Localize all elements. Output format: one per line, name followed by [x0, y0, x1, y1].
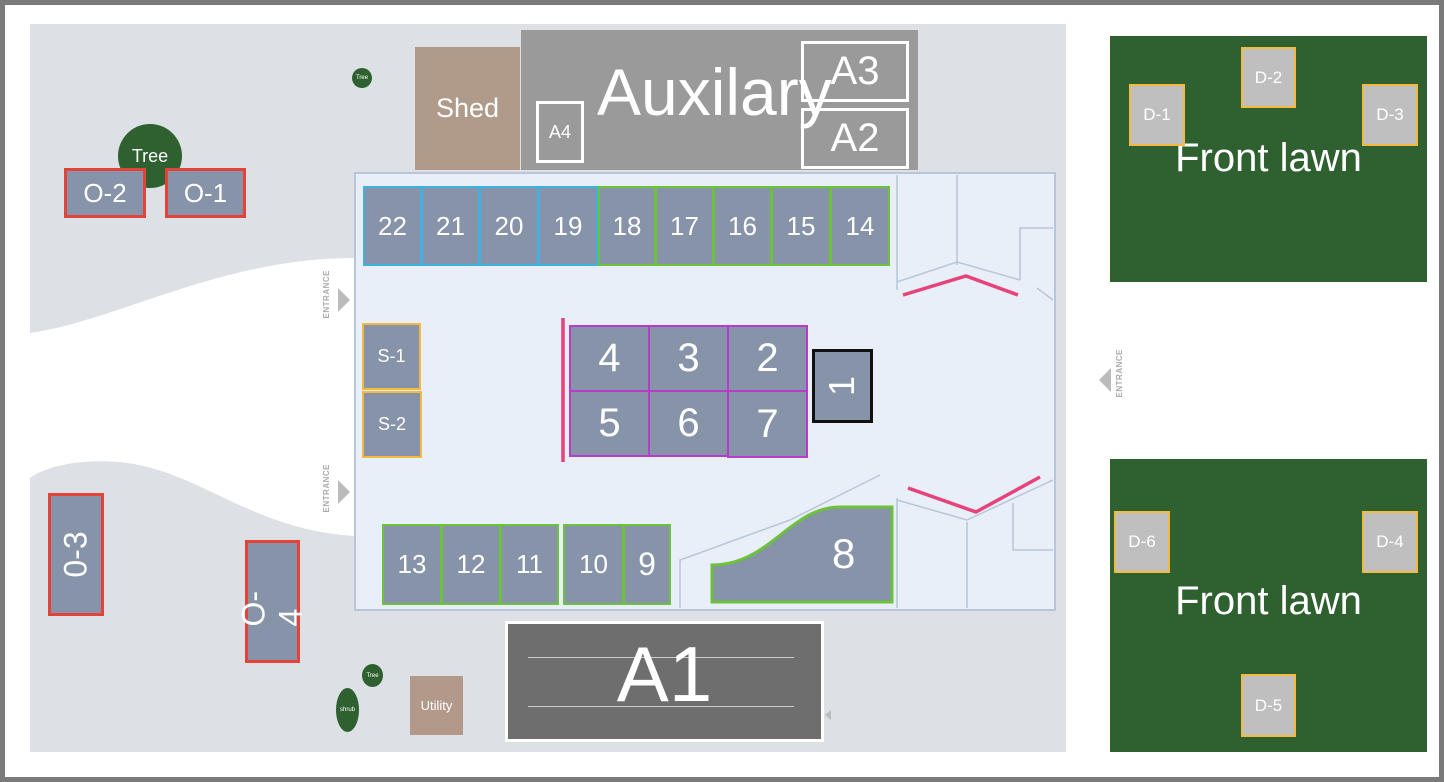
tree-small-bottom: Tree: [362, 664, 383, 687]
entrance-label-west-top: ENTRANCE: [322, 270, 331, 319]
area-a4[interactable]: A4: [536, 101, 584, 163]
arrow-right-icon: [338, 288, 350, 312]
booth-7[interactable]: 7: [727, 390, 808, 458]
booth-12[interactable]: 12: [441, 524, 501, 605]
booth-s2[interactable]: S-2: [362, 391, 422, 458]
entrance-label-east: ENTRANCE: [1115, 349, 1124, 398]
area-a2[interactable]: A2: [801, 108, 909, 169]
booth-14[interactable]: 14: [830, 186, 890, 266]
arrow-left-icon: [825, 710, 831, 720]
booth-8-label[interactable]: 8: [832, 530, 856, 577]
booth-1[interactable]: 1: [812, 349, 873, 423]
booth-o4[interactable]: O-4: [236, 540, 309, 663]
booth-22[interactable]: 22: [363, 186, 422, 266]
pink-barriers: [561, 274, 1041, 514]
booth-20[interactable]: 20: [479, 186, 539, 266]
booth-16[interactable]: 16: [713, 186, 772, 266]
booth-o3[interactable]: 0-3: [48, 493, 104, 616]
booth-1-label: 1: [821, 375, 863, 397]
booth-d4[interactable]: D-4: [1362, 511, 1418, 573]
booth-2[interactable]: 2: [727, 325, 808, 392]
booth-d2[interactable]: D-2: [1241, 47, 1296, 108]
booth-13[interactable]: 13: [382, 524, 442, 605]
utility[interactable]: Utility: [410, 676, 463, 735]
booth-18[interactable]: 18: [598, 186, 656, 266]
booth-d6[interactable]: D-6: [1114, 511, 1170, 573]
booth-d3[interactable]: D-3: [1362, 84, 1418, 146]
booth-10[interactable]: 10: [563, 524, 624, 605]
arrow-left-icon: [1099, 368, 1111, 392]
auxiliary-area[interactable]: Auxilary A4 A3 A2: [521, 30, 918, 170]
area-a1[interactable]: A1: [505, 621, 824, 742]
booth-d5[interactable]: D-5: [1241, 674, 1296, 737]
tree-small-top: Tree: [352, 68, 372, 88]
booth-o1[interactable]: O-1: [165, 168, 246, 218]
booth-11[interactable]: 11: [500, 524, 559, 605]
booth-17[interactable]: 17: [655, 186, 714, 266]
booth-o3-label: 0-3: [57, 531, 94, 578]
booth-15[interactable]: 15: [771, 186, 831, 266]
shrub: shrub: [336, 688, 359, 732]
booth-3[interactable]: 3: [648, 325, 729, 392]
booth-5[interactable]: 5: [569, 390, 650, 457]
booth-4[interactable]: 4: [569, 325, 650, 392]
booth-6[interactable]: 6: [648, 390, 729, 457]
shed[interactable]: Shed: [415, 47, 520, 170]
area-a1-label: A1: [616, 630, 713, 718]
auxiliary-label: Auxilary: [597, 55, 832, 129]
booth-19[interactable]: 19: [538, 186, 598, 266]
booth-o2[interactable]: O-2: [64, 168, 146, 218]
arrow-right-icon: [338, 480, 350, 504]
front-lawn-top-label: Front lawn: [1175, 136, 1362, 180]
area-a3[interactable]: A3: [801, 41, 909, 102]
booth-8-shape: [710, 505, 894, 604]
booth-d1[interactable]: D-1: [1129, 84, 1185, 146]
entrance-label-west-bottom: ENTRANCE: [322, 464, 331, 513]
front-lawn-bottom-label: Front lawn: [1175, 579, 1362, 623]
booth-o4-label: O-4: [235, 590, 309, 626]
booth-s1[interactable]: S-1: [362, 323, 421, 390]
booth-21[interactable]: 21: [421, 186, 480, 266]
booth-9[interactable]: 9: [623, 524, 671, 605]
